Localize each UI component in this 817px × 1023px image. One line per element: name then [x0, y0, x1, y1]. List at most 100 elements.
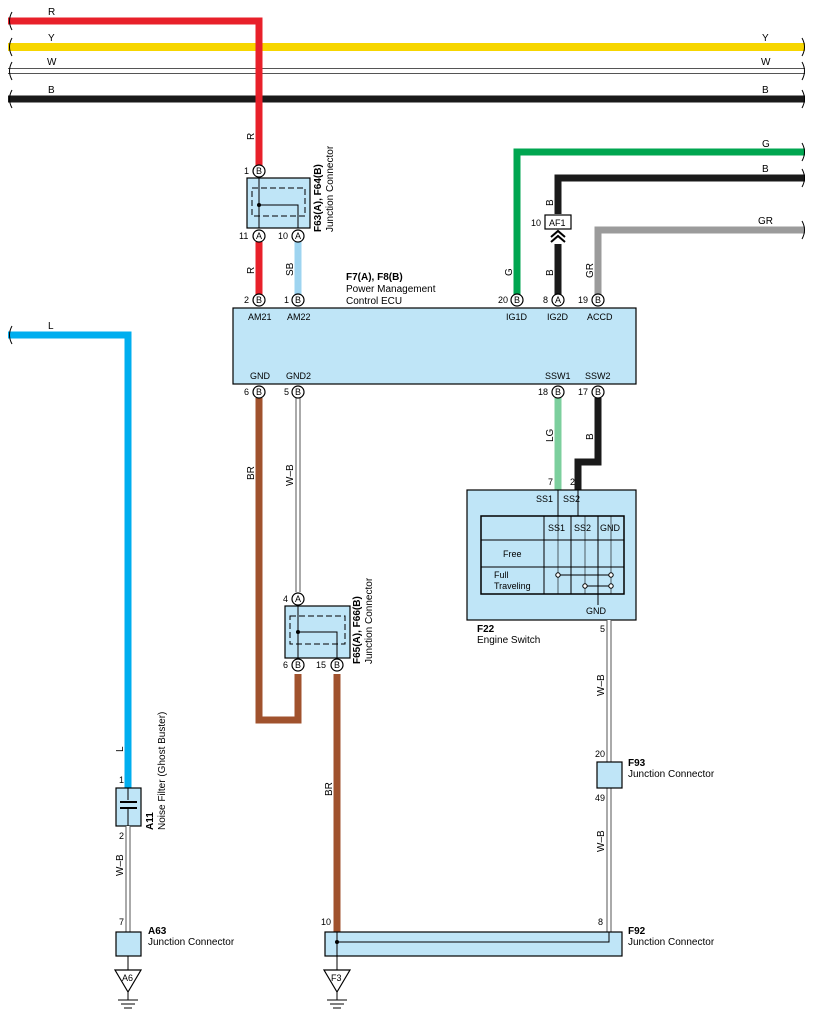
ecu-term-gnd2: GND2 — [286, 371, 311, 381]
a63-desc: Junction Connector — [148, 937, 235, 948]
f65-desc: Junction Connector — [364, 577, 375, 664]
wire-label-br-2: BR — [324, 782, 335, 796]
ecu-name: F7(A), F8(B) — [346, 272, 403, 283]
wire-gr — [594, 226, 805, 295]
bus-wire-r — [8, 17, 263, 168]
pin-label: 8 — [543, 295, 548, 305]
ecu-term-gnd: GND — [250, 371, 271, 381]
switch-col-ss2: SS2 — [574, 523, 591, 533]
term-letter: B — [295, 295, 301, 305]
wire-b-ig2d-top — [554, 174, 805, 214]
term-letter: B — [295, 660, 301, 670]
pin-label: 5 — [284, 387, 289, 397]
pin-label: 2 — [244, 295, 249, 305]
pin-label: 1 — [284, 295, 289, 305]
f93-desc: Junction Connector — [628, 769, 715, 780]
term-letter: B — [256, 295, 262, 305]
term-letter: B — [295, 387, 301, 397]
bus-label-y-right: Y — [762, 33, 769, 44]
wire-label-gr-vert: GR — [585, 263, 596, 278]
bus-wires: R Y Y W W B B — [8, 7, 805, 168]
ecu-output-wires: BR W–B LG B — [246, 398, 602, 724]
connector-f65-f66: F65(A), F66(B) Junction Connector — [284, 577, 375, 664]
ecu-term-ssw2: SSW2 — [585, 371, 611, 381]
f93-name: F93 — [628, 758, 646, 769]
pin-label: 1 — [244, 166, 249, 176]
f92-pin-8: 8 — [598, 917, 603, 927]
break-mark-right — [801, 37, 805, 109]
pin-label: 15 — [316, 660, 326, 670]
pin-label: 4 — [283, 594, 288, 604]
pin-label: 11 — [239, 231, 248, 241]
wire-label-wb-3: W–B — [596, 830, 607, 852]
pin-label: 20 — [498, 295, 508, 305]
bus-label-w-left: W — [47, 57, 57, 68]
break-mark-gbgr — [801, 142, 805, 240]
term-letter: A — [295, 594, 301, 604]
wire-label-b-vert-top: B — [545, 199, 556, 206]
ecu-box: F7(A), F8(B) Power Management Control EC… — [232, 272, 637, 385]
term-letter: B — [334, 660, 340, 670]
wire-label-l-vert: L — [115, 746, 126, 752]
wire-label-wb-1: W–B — [285, 464, 296, 486]
switch-bottom-gnd: GND — [586, 606, 607, 616]
ecu-desc-2: Control ECU — [346, 296, 402, 307]
ecu-term-ig2d: IG2D — [547, 312, 569, 322]
f63-name: F63(A), F64(B) — [313, 164, 324, 232]
bus-label-r: R — [48, 7, 55, 18]
switch-col-gnd: GND — [600, 523, 621, 533]
term-letter: A — [295, 231, 301, 241]
pin-label: 6 — [283, 660, 288, 670]
a63-name: A63 — [148, 926, 167, 937]
wire-label-r-lower: R — [246, 267, 257, 274]
ecu-term-am22: AM22 — [287, 312, 311, 322]
f22-name: F22 — [477, 624, 495, 635]
f93-pin-20: 20 — [595, 749, 605, 759]
pin-label: 2 — [570, 477, 575, 487]
ecu-input-wires: G B GR G B B GR — [504, 139, 805, 295]
wire-br-gnd — [255, 398, 302, 724]
f92-name: F92 — [628, 926, 646, 937]
connector-f63-f64: F63(A), F64(B) Junction Connector — [246, 145, 336, 232]
a11-name: A11 — [145, 812, 156, 830]
ground-a6-label: A6 — [122, 973, 133, 983]
break-mark-left — [9, 11, 13, 109]
term-letter: B — [256, 387, 262, 397]
pin-label: 19 — [578, 295, 588, 305]
wire-label-b-ssw2: B — [585, 433, 596, 440]
f92-pin-10: 10 — [321, 917, 331, 927]
connector-f93: F93 Junction Connector 20 49 — [595, 749, 715, 803]
ground-f3-label: F3 — [331, 973, 342, 983]
pin-label: 10 — [278, 231, 288, 241]
wire-label-b-top: B — [762, 164, 769, 175]
pin-label: 7 — [548, 477, 553, 487]
af1-pin: 10 — [531, 218, 541, 228]
wire-label-l-top: L — [48, 321, 54, 332]
ecu-term-accd: ACCD — [587, 312, 613, 322]
wire-label-wb-2: W–B — [596, 674, 607, 696]
wire-label-r-upper: R — [246, 133, 257, 140]
wire-label-g-top: G — [762, 139, 770, 150]
term-letter: A — [555, 295, 561, 305]
switch-row-full: Full — [494, 570, 509, 580]
a63-pin-7: 7 — [119, 917, 124, 927]
pin-label: 18 — [538, 387, 548, 397]
ground-f3: F3 — [322, 956, 352, 1009]
f22-desc: Engine Switch — [477, 635, 540, 646]
switch-row-traveling: Traveling — [494, 581, 531, 591]
terminals: B 1 A 11 A 10 B 2 B 1 B 20 A 8 B 19 B 6 … — [239, 164, 605, 672]
ecu-term-am21: AM21 — [248, 312, 272, 322]
ecu-desc-1: Power Management — [346, 284, 436, 295]
pin-label: 17 — [578, 387, 588, 397]
f92-desc: Junction Connector — [628, 937, 715, 948]
wire-label-sb: SB — [285, 262, 296, 276]
f93-pin-49: 49 — [595, 793, 605, 803]
ecu-term-ig1d: IG1D — [506, 312, 528, 322]
af1-label: AF1 — [549, 218, 566, 228]
f63-desc: Junction Connector — [325, 145, 336, 232]
wire-label-wb-left: W–B — [115, 854, 126, 876]
wire-label-gr-top: GR — [758, 216, 773, 227]
term-letter: A — [256, 231, 262, 241]
term-letter: B — [595, 387, 601, 397]
